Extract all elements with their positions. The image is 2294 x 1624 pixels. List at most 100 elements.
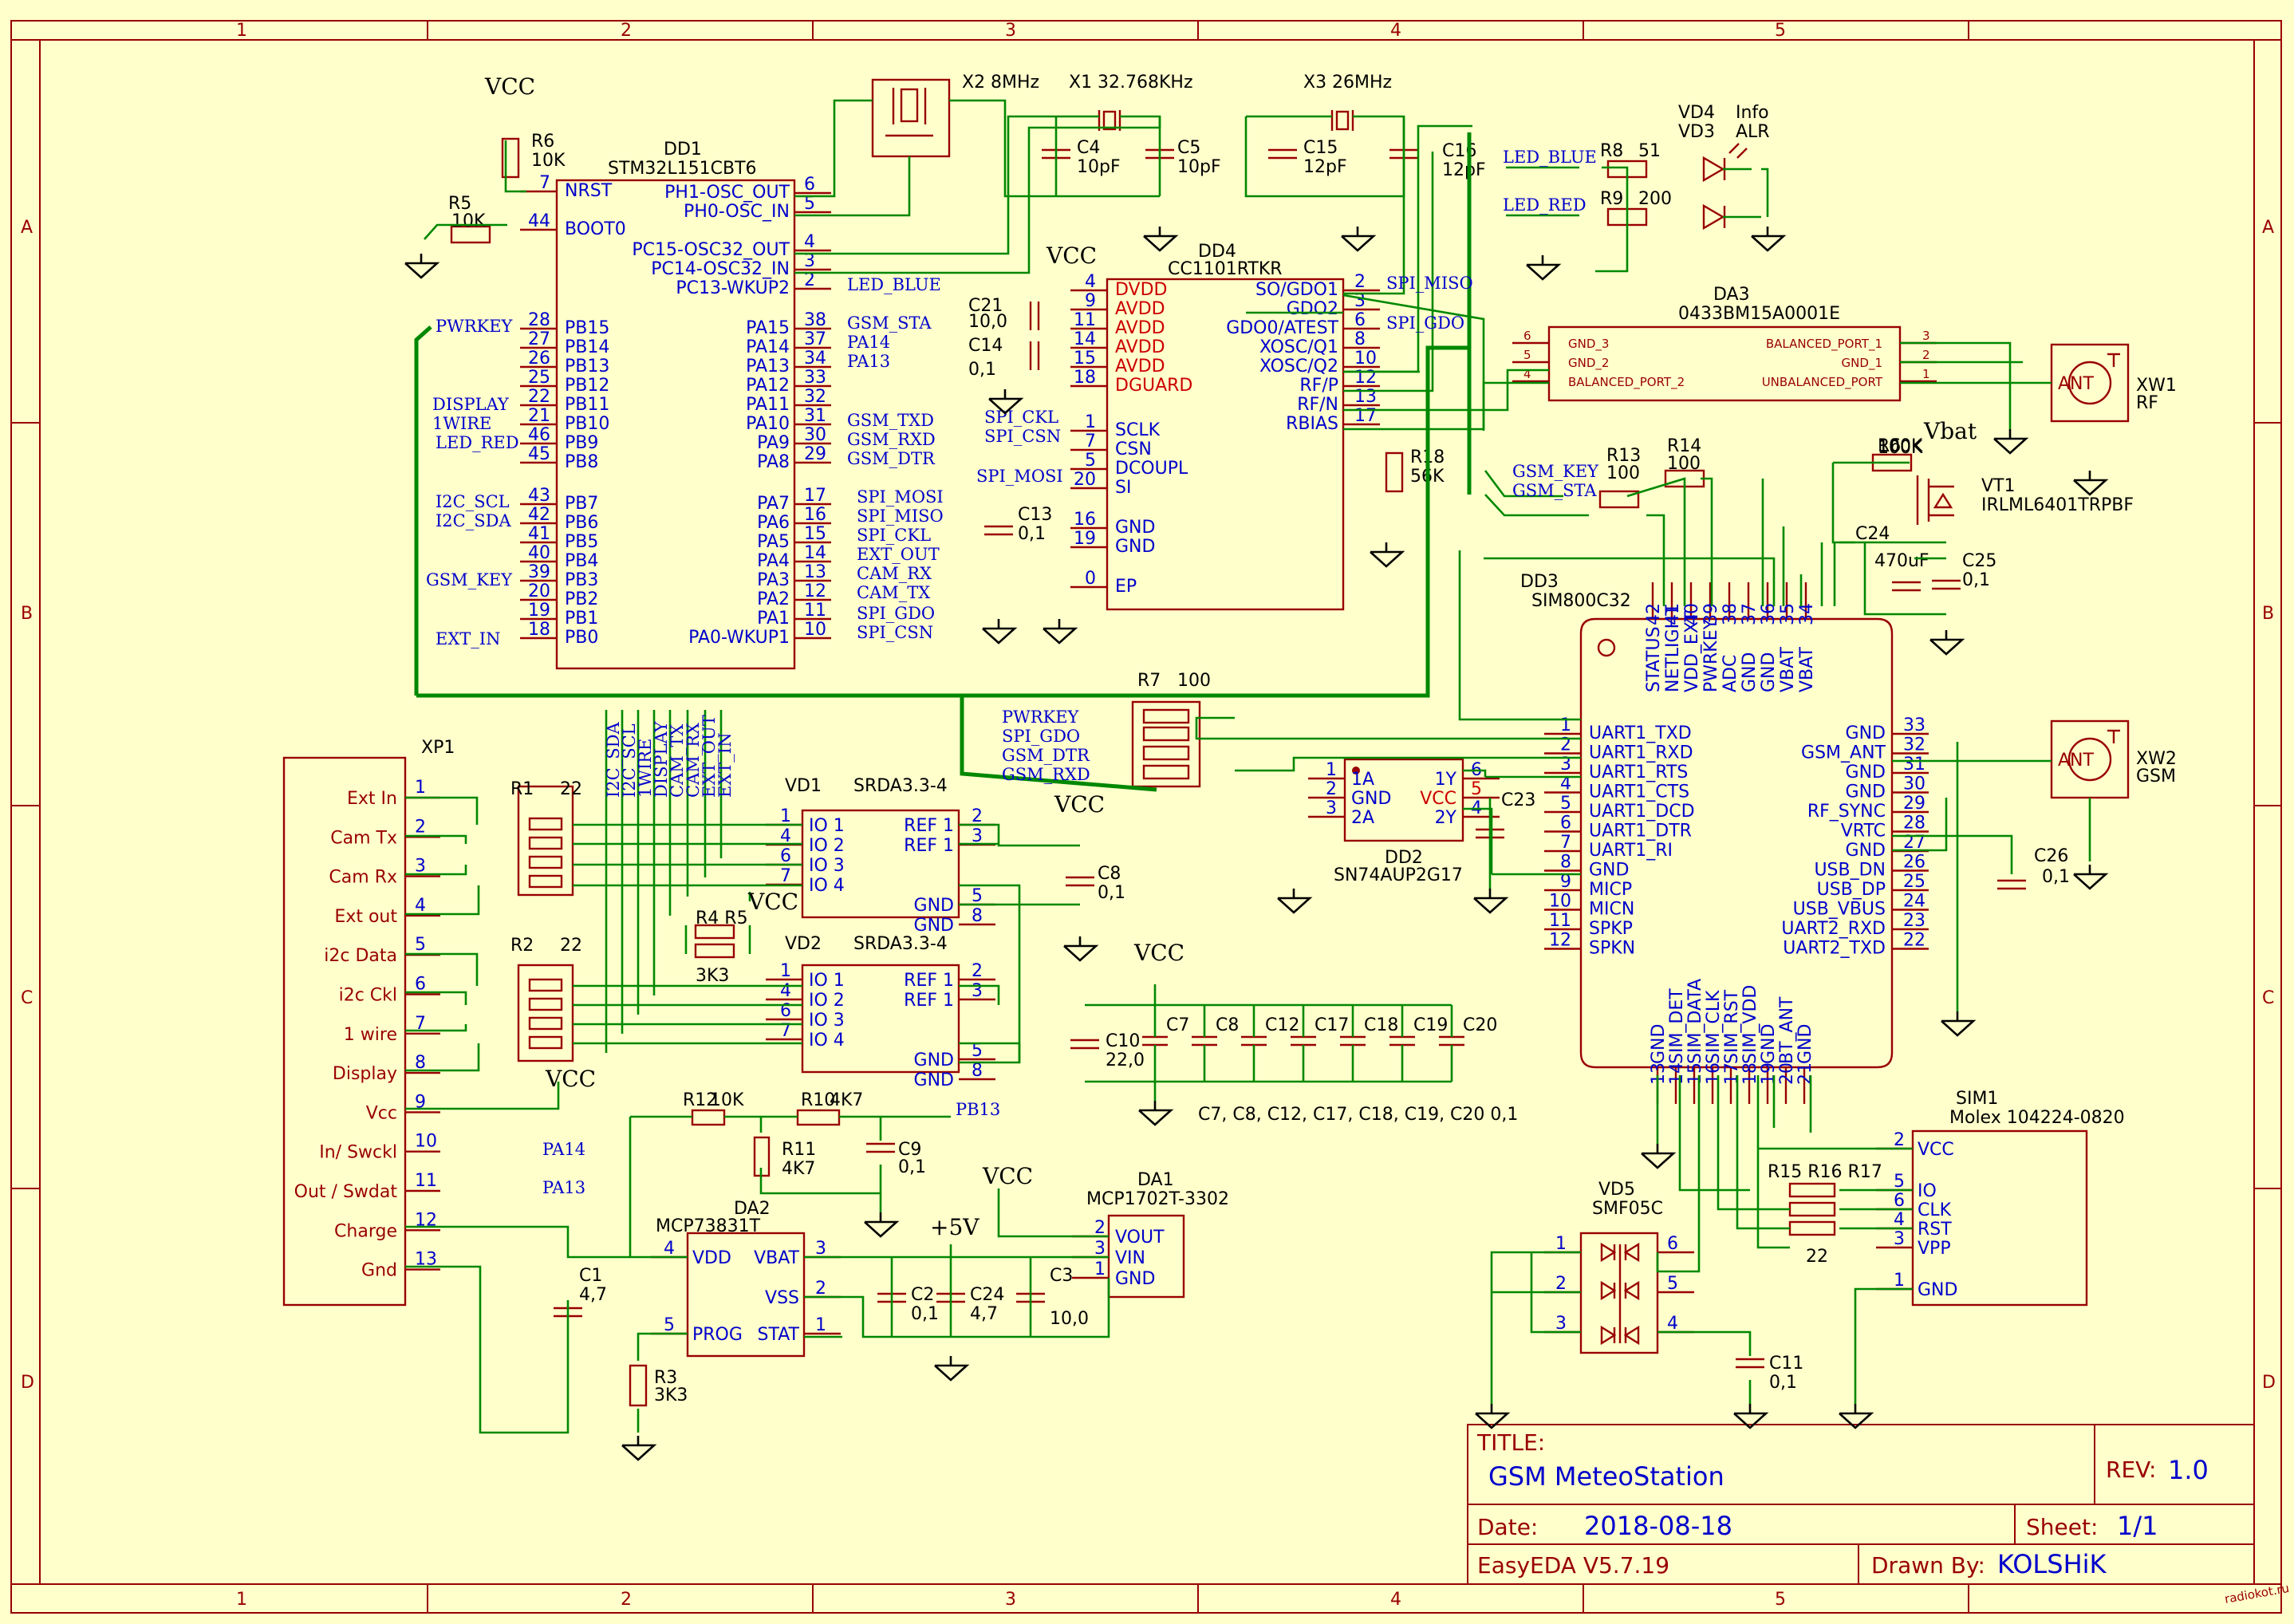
pin-number: 10 [415, 1132, 437, 1152]
pin-number: 1 [1085, 412, 1096, 432]
vd4-name: Info [1736, 103, 1769, 123]
capacitor[interactable] [1142, 1005, 1168, 1082]
ground-symbol [1640, 1142, 1675, 1169]
pin-name: AVDD [1115, 299, 1165, 319]
pin-number: 3 [1326, 798, 1337, 818]
resistor[interactable] [1788, 1201, 1836, 1217]
crystal-x2[interactable]: X2 8MHz [871, 73, 1039, 158]
transistor-vt1[interactable]: VT1 IRLML6401TRPBF [1916, 475, 2134, 525]
capacitor[interactable] [1029, 302, 1040, 330]
resistor[interactable] [629, 1364, 648, 1407]
capacitor[interactable] [866, 1142, 895, 1153]
resistor[interactable] [501, 137, 520, 179]
resistor-array[interactable] [517, 964, 574, 1062]
pin-name: UART1_DCD [1589, 802, 1695, 822]
pin-number: 37 [804, 329, 826, 349]
pin-name: GND [914, 1070, 954, 1090]
pin-number: 11 [1074, 310, 1096, 330]
resistor[interactable] [1142, 764, 1190, 780]
led-vd4[interactable]: VD4 Info VD3 ALR [1678, 103, 1770, 231]
pin-name: PA12 [746, 376, 790, 396]
pin-name: REF 1 [904, 971, 954, 991]
component-value: 100K [1878, 438, 1923, 458]
pin-name: GND [1759, 1024, 1779, 1064]
resistor[interactable] [1142, 726, 1190, 742]
row-label: A [21, 218, 33, 238]
net-label: DISPLAY [432, 395, 510, 414]
bus-label: I2C_SCL [620, 723, 639, 798]
component-value: 0,1 [968, 360, 996, 380]
capacitor[interactable] [1736, 1358, 1764, 1369]
resistor[interactable] [691, 1109, 726, 1126]
capacitor[interactable] [1340, 1005, 1366, 1082]
capacitor[interactable] [1268, 148, 1297, 160]
resistor[interactable] [1788, 1220, 1836, 1236]
pin-number: 4 [780, 826, 791, 846]
pin-number: 17 [1722, 1062, 1742, 1085]
resistor-array[interactable] [1131, 700, 1201, 788]
xw2-ref: XW2 [2136, 749, 2177, 769]
pin-name: SI [1115, 478, 1131, 498]
capacitor[interactable] [1997, 879, 2026, 890]
resistor[interactable] [1385, 451, 1404, 493]
pin-name: Charge [334, 1221, 397, 1241]
resistor[interactable] [1788, 1182, 1836, 1198]
bus-label: EXT_IN [715, 733, 735, 798]
pin-name: UART1_RI [1589, 841, 1673, 861]
capacitor[interactable] [1892, 581, 1921, 592]
capacitor[interactable] [1192, 1005, 1217, 1082]
vd2-ref: VD2 [785, 934, 822, 954]
pin-number: 6 [1667, 1234, 1678, 1254]
component-ref: C25 [1962, 551, 1996, 571]
resistor[interactable] [1598, 490, 1640, 509]
resistor[interactable] [450, 225, 491, 244]
resistor[interactable] [1142, 708, 1190, 724]
capacitor[interactable] [1439, 1005, 1464, 1082]
resistor[interactable] [694, 924, 735, 940]
net-label: CAM_RX [857, 564, 932, 583]
vcc-label: VCC [545, 1066, 596, 1092]
pin-number: 5 [1523, 348, 1531, 362]
vt1-ref: VT1 [1981, 476, 2016, 496]
capacitor[interactable] [1066, 876, 1094, 887]
capacitor[interactable] [1291, 1005, 1316, 1082]
capacitor[interactable] [1029, 341, 1040, 370]
bus-label: EXT_OUT [700, 715, 719, 798]
pin-name: PB10 [565, 414, 609, 434]
capacitor[interactable] [984, 525, 1013, 536]
resistor-array[interactable] [517, 785, 574, 897]
resistor[interactable] [796, 1109, 841, 1126]
crystal-x3[interactable]: X3 26MHz [1303, 73, 1392, 131]
pin-name: UART2_RXD [1781, 919, 1886, 939]
pin-number: 4 [1560, 775, 1571, 794]
antenna-xw2[interactable]: ANT XW2 GSM [2050, 719, 2177, 799]
pin-number: 7 [539, 173, 550, 193]
antenna-xw1[interactable]: ANT XW1 RF [2050, 343, 2177, 423]
pin-number: 21 [528, 406, 550, 426]
pin-name: PB7 [565, 494, 598, 514]
capacitor[interactable] [1241, 1005, 1267, 1082]
resistor[interactable] [1142, 745, 1190, 761]
net-label: PWRKEY [1002, 708, 1080, 727]
capacitor[interactable] [1070, 1039, 1099, 1050]
capacitor[interactable] [1932, 579, 1961, 590]
crystal-x1[interactable]: X1 32.768KHz [1069, 73, 1193, 131]
balun-da3[interactable]: DA3 0433BM15A0001E 6GND_35GND_24BALANCED… [1512, 285, 1937, 402]
pin-name: PB1 [565, 609, 598, 629]
pin-number: 14 [804, 543, 826, 563]
net-label: SPI_MISO [1386, 274, 1473, 293]
capacitor[interactable] [1389, 1005, 1415, 1082]
pin-name: NRST [565, 181, 613, 201]
pin-number: 5 [664, 1315, 675, 1335]
